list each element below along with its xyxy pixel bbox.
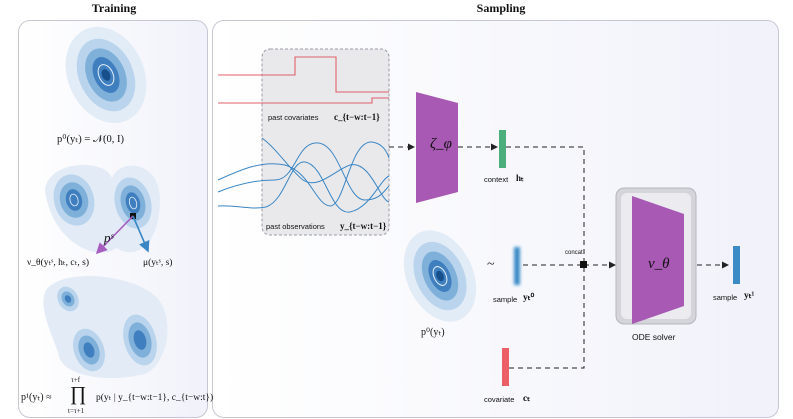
history-window-box	[261, 48, 390, 236]
sampling-prior-density	[403, 230, 477, 322]
concat-node	[580, 261, 587, 268]
past-observations-symbol: y_{t−w:t−1}	[340, 221, 387, 231]
velocity-network	[632, 196, 684, 324]
past-covariates-label: past covariates	[268, 113, 319, 122]
context-to-concat-line	[506, 146, 585, 265]
past-covariates-symbol: c_{t−w:t−1}	[334, 112, 380, 122]
target-distribution-label: p¹(yₜ) ≈	[21, 392, 52, 403]
output-sample-bar	[733, 246, 740, 284]
sample-input-symbol: yₜ⁰	[523, 293, 535, 303]
observation-curve-3	[217, 161, 390, 213]
context-label: context	[484, 175, 509, 184]
sample-input-label: sample	[493, 295, 518, 304]
covariate-symbol: cₜ	[523, 394, 531, 404]
target-density-contour	[43, 275, 168, 379]
observation-curve-1	[217, 141, 390, 207]
encoder-symbol: ζ_φ	[430, 136, 452, 152]
observation-curve-2	[217, 142, 390, 201]
path-point-label: pˢ	[104, 230, 114, 245]
covariate-series-line-2	[218, 97, 389, 104]
concat-label: concat	[565, 250, 583, 256]
past-observations-label: past observations	[266, 222, 325, 231]
context-symbol: hₜ	[516, 173, 524, 183]
context-vector-bar	[499, 130, 506, 168]
sampling-header: Sampling	[476, 1, 526, 15]
ode-solver-label: ODE solver	[632, 332, 676, 342]
covariate-series-line-1	[218, 56, 389, 93]
target-velocity-arrow	[132, 215, 150, 253]
velocity-model-arrow	[95, 215, 134, 255]
training-header: Training	[91, 1, 137, 15]
sample-output-symbol: yₜ¹	[744, 291, 755, 301]
covariate-label: covariate	[484, 395, 515, 404]
covariate-vector-bar	[502, 348, 509, 386]
product-upper-limit: τ+f	[71, 376, 81, 384]
covariate-to-concat-line	[509, 265, 585, 369]
prior-density-contour	[65, 26, 147, 124]
sampling-prior-label: p⁰(yₜ)	[421, 327, 445, 338]
target-velocity-label: μ(yₜˢ, s)	[143, 258, 173, 268]
noise-sample-bar	[514, 247, 520, 285]
tilde-symbol: ~	[487, 257, 495, 272]
product-term-label: p(yₜ | y_{t−w:t−1}, c_{t−w:t})	[96, 393, 214, 403]
observation-curve-4	[261, 137, 390, 203]
intermediate-density-contour	[45, 164, 160, 253]
prior-distribution-label: p⁰(yₜ) = 𝒩(0, I)	[57, 134, 125, 145]
velocity-model-symbol: ν_θ	[648, 256, 670, 272]
sample-output-label: sample	[713, 293, 738, 302]
product-lower-limit: t=τ+1	[68, 407, 85, 415]
encoder-network	[416, 92, 458, 203]
velocity-model-label: ν_θ(yₜˢ, hₜ, cₜ, s)	[27, 258, 90, 268]
product-symbol: ∏	[70, 383, 87, 405]
